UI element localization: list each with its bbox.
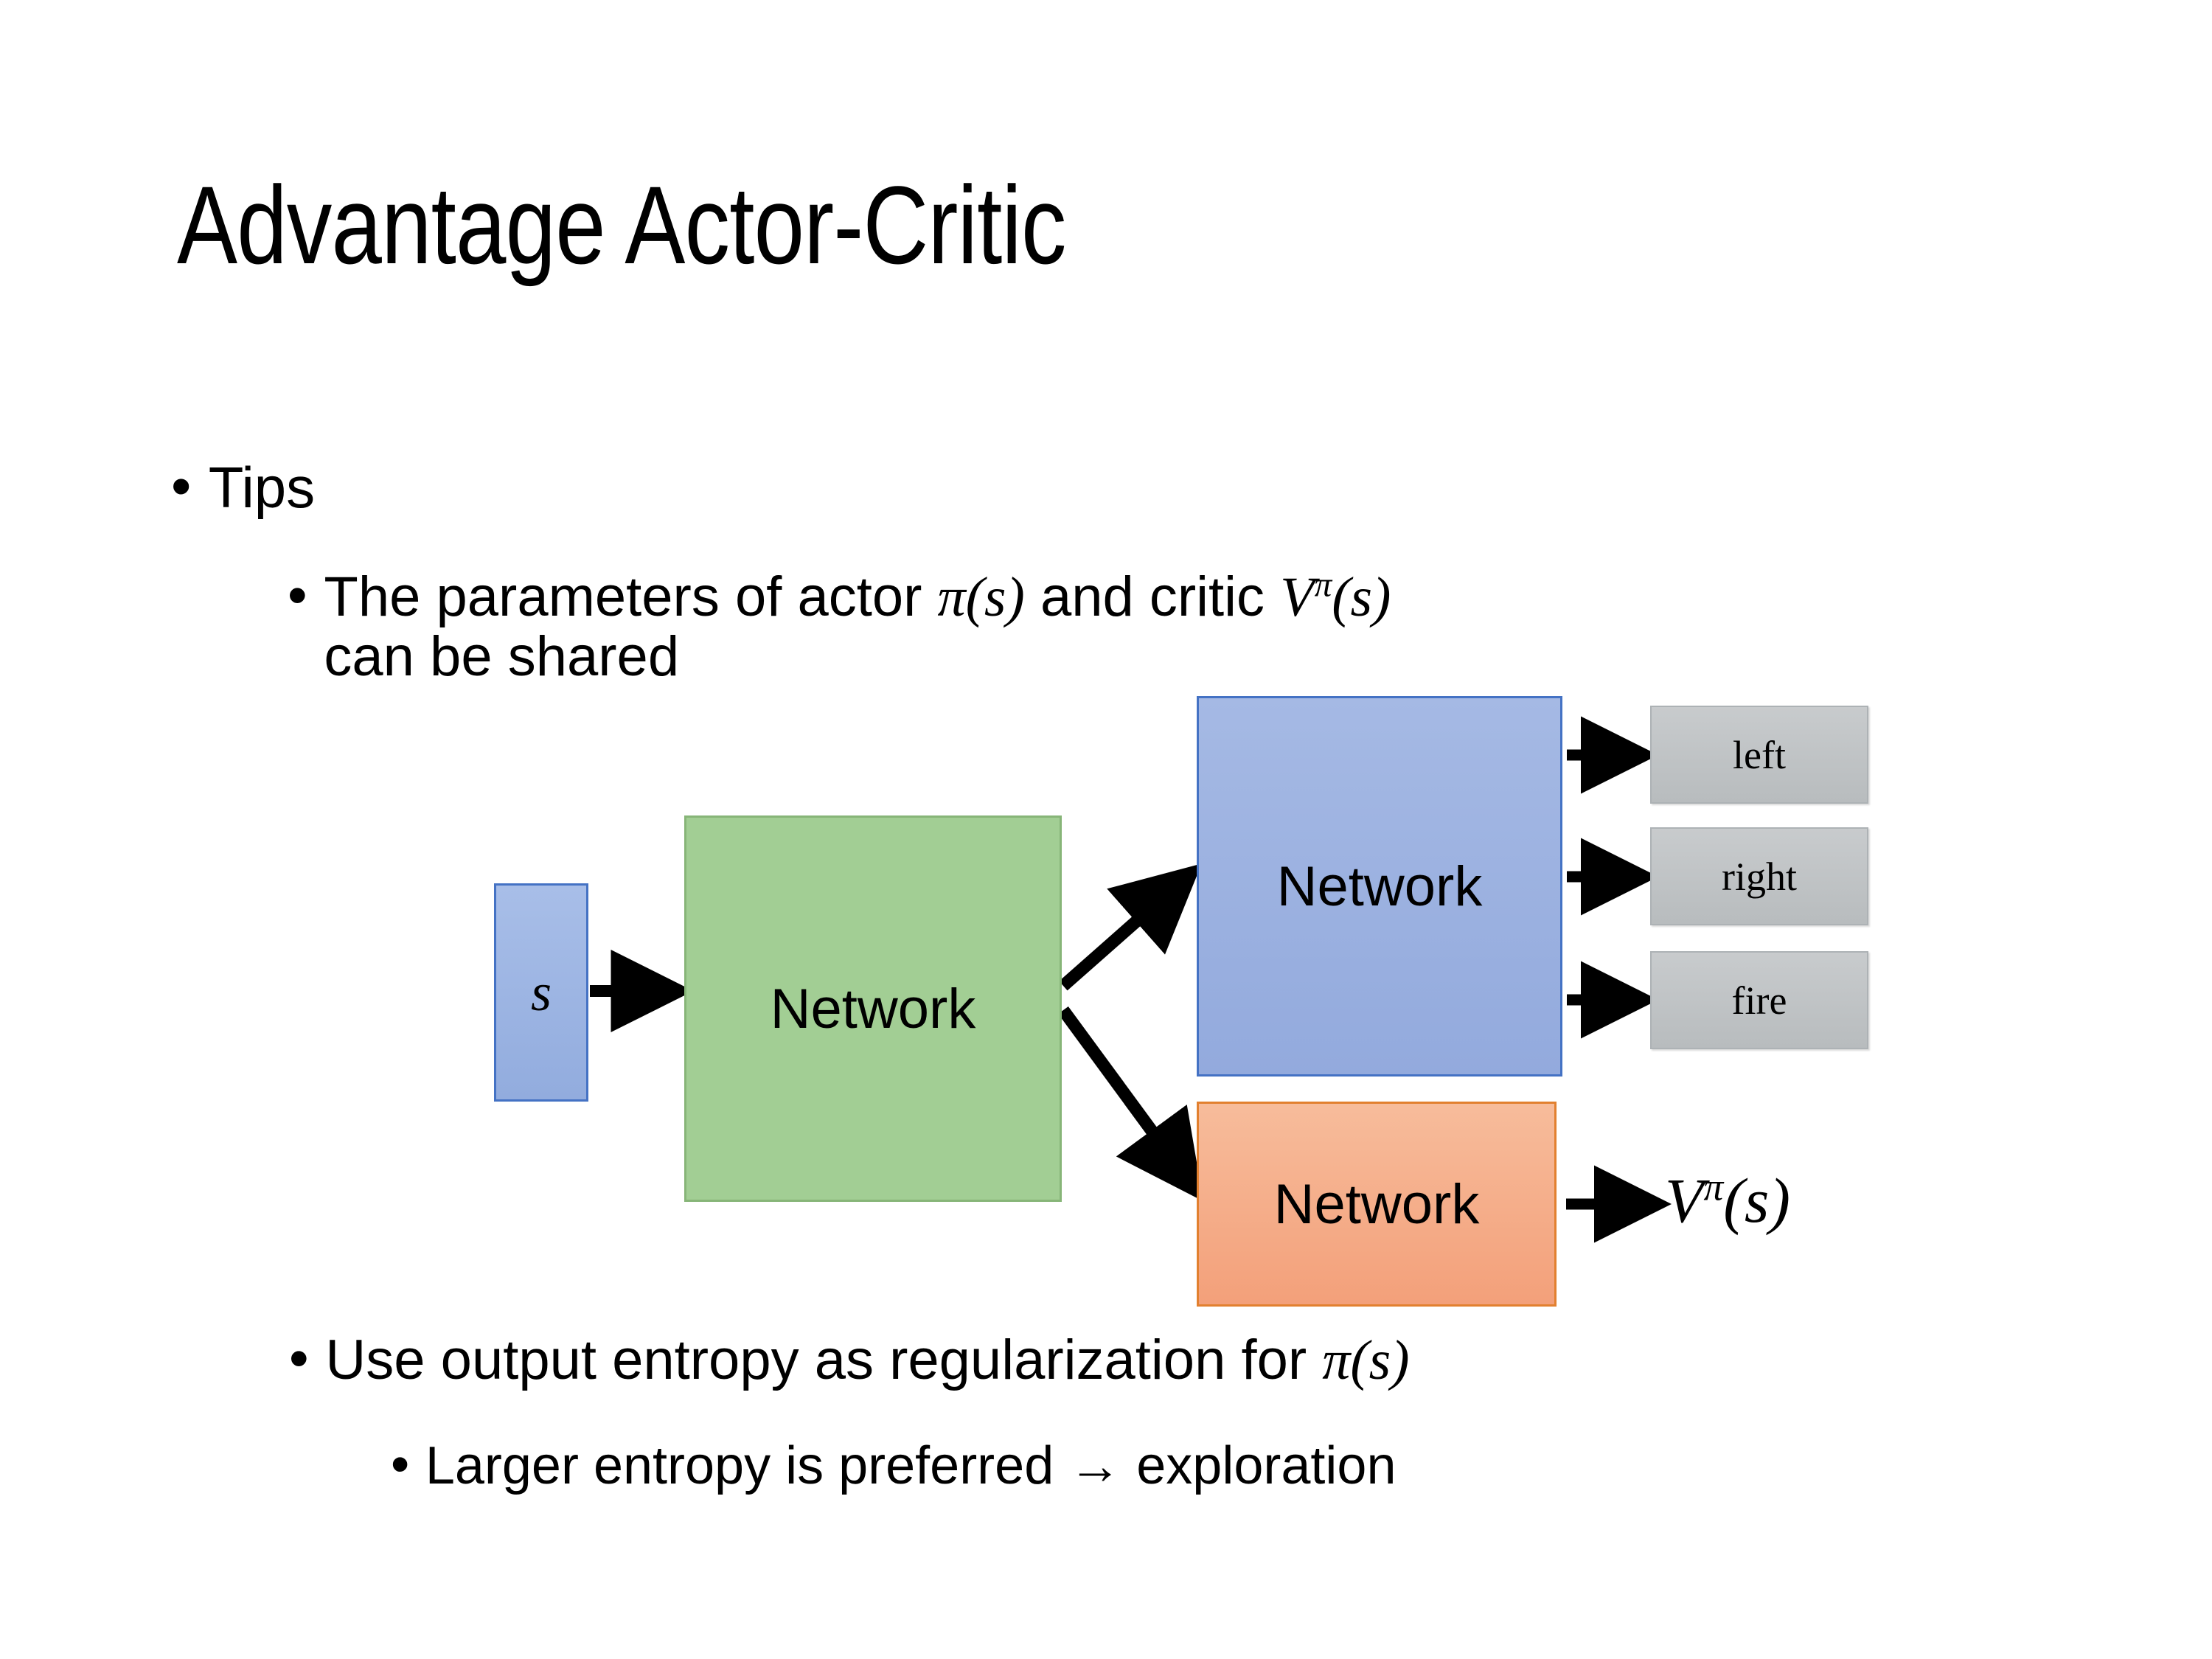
shared-line1-pre: The parameters of actor: [324, 566, 938, 628]
bullet-larger-text: Larger entropy is preferred → exploratio…: [425, 1436, 1397, 1495]
entropy-pi-math: π(s): [1322, 1329, 1410, 1391]
bullet-marker: •: [171, 453, 192, 518]
value-v-arg: (s): [1723, 1165, 1791, 1236]
shared-network-box: Network: [684, 815, 1062, 1202]
shared-line1-mid: and critic: [1024, 566, 1281, 628]
value-output-label: Vπ(s): [1665, 1164, 1790, 1237]
action-box-fire: fire: [1650, 951, 1868, 1049]
critic-v-base: V: [1280, 566, 1315, 628]
bullet-marker: •: [288, 564, 307, 627]
page-title: Advantage Actor-Critic: [177, 163, 1066, 287]
bullet-entropy-text: Use output entropy as regularization for…: [325, 1329, 1410, 1391]
bullet-tips: • Tips: [171, 457, 315, 518]
bullet-larger-entropy: • Larger entropy is preferred → explorat…: [391, 1435, 1397, 1495]
value-v-superscript: π: [1703, 1164, 1724, 1209]
bullet-marker: •: [289, 1327, 309, 1390]
bullet-tips-label: Tips: [208, 455, 316, 520]
input-state-box: s: [494, 883, 588, 1102]
action-box-left: left: [1650, 706, 1868, 804]
action-box-right: right: [1650, 827, 1868, 925]
critic-v-superscript: π: [1314, 566, 1332, 605]
actor-network-box: Network: [1197, 696, 1562, 1077]
bullet-shared-parameters: • The parameters of actor π(s) and criti…: [288, 564, 1836, 688]
entropy-text-pre: Use output entropy as regularization for: [325, 1329, 1323, 1391]
bullet-marker: •: [391, 1435, 410, 1494]
actor-pi-math: π(s): [937, 566, 1025, 628]
critic-v-arg: (s): [1332, 566, 1391, 628]
arrow-shared-to-actor: [1059, 863, 1202, 991]
arrow-shared-to-critic: [1058, 1006, 1204, 1202]
bullet-entropy-regularization: • Use output entropy as regularization f…: [289, 1327, 1410, 1391]
value-v-base: V: [1665, 1165, 1704, 1236]
shared-line2: can be shared: [324, 625, 680, 688]
critic-network-box: Network: [1197, 1102, 1557, 1307]
bullet-shared-text: The parameters of actor π(s) and critic …: [324, 566, 1391, 688]
